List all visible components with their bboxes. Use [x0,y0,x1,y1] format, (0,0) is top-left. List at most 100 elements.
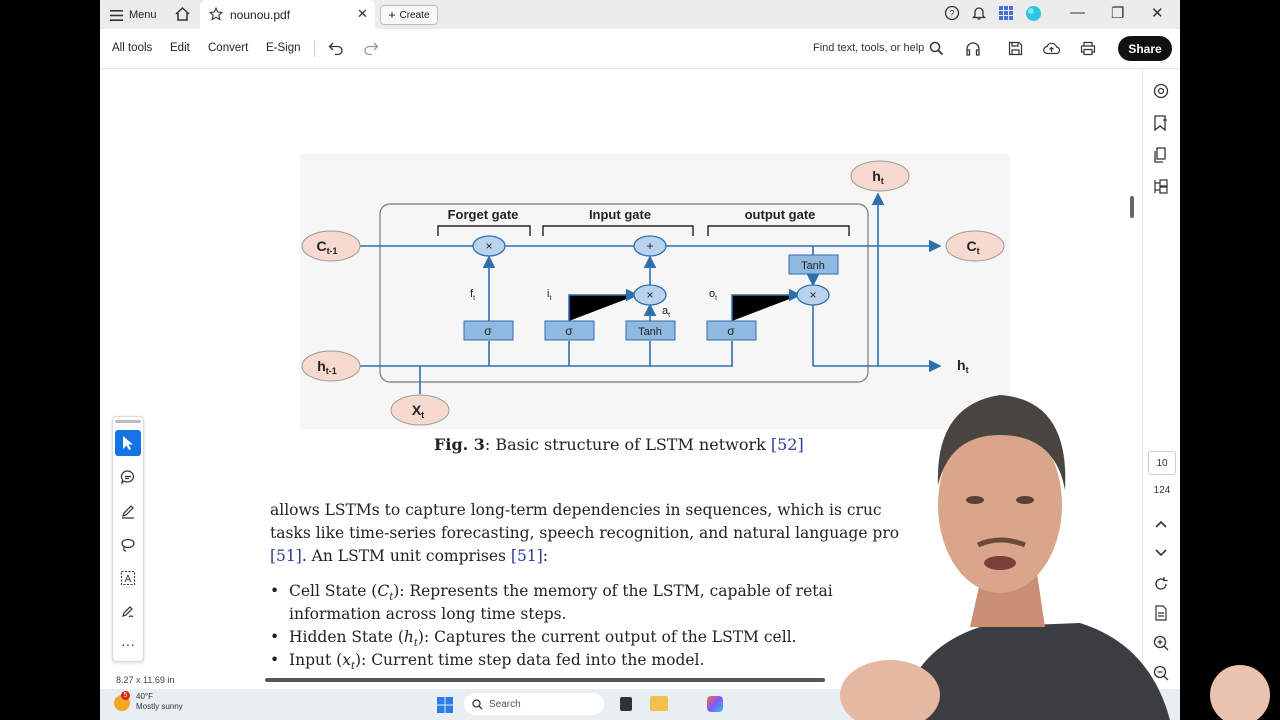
convert-button[interactable]: Convert [208,42,249,54]
citation-link[interactable]: [51] [510,547,543,565]
tab-close-icon[interactable]: ✕ [357,6,368,21]
comment-tool[interactable] [115,464,141,490]
edit-button[interactable]: Edit [170,42,190,54]
svg-text:×: × [646,288,653,302]
presenter-shirt [900,623,1170,720]
text-tool[interactable]: A [115,565,141,591]
pen-icon [122,505,134,519]
star-icon[interactable] [209,7,223,21]
select-tool[interactable] [115,430,141,456]
create-label: Create [399,9,430,21]
tab-document[interactable]: nounou.pdf ✕ [200,0,375,29]
read-aloud-icon[interactable] [965,41,981,56]
cell-box [379,203,869,383]
share-button[interactable]: Share [1118,36,1172,61]
svg-text:σ: σ [565,324,573,338]
page-up-icon[interactable] [1152,517,1170,531]
sign-tool[interactable] [115,599,141,625]
copilot-app-icon[interactable] [707,696,723,712]
ai-chat-icon[interactable] [1152,82,1170,100]
search-icon[interactable] [929,41,944,56]
comment-icon [120,470,134,485]
page-number-input[interactable]: 10 [1148,451,1176,475]
more-tools-icon[interactable]: ··· [121,636,135,652]
citation-link[interactable]: [52] [770,435,804,454]
signature-pen-icon [122,606,134,618]
redo-icon[interactable] [363,41,379,55]
presenter-hand [1210,665,1270,720]
taskbar-search[interactable]: Search [464,693,604,715]
bullet-dot: • [270,628,280,646]
close-window-icon[interactable]: ✕ [1151,5,1164,22]
svg-text:ht: ht [872,168,884,186]
vertical-scrollbar-thumb[interactable] [1130,196,1134,218]
drag-handle[interactable] [115,420,141,423]
output-multiply-op: × [796,284,830,306]
print-icon[interactable] [1080,41,1096,56]
highlight-tool[interactable] [115,498,141,524]
bookmark-icon[interactable] [1152,114,1170,132]
quick-tools-panel: A ··· [112,416,144,662]
document-icon[interactable] [1152,604,1170,622]
hamburger-icon [110,9,123,21]
h-out-label: ht [957,357,969,375]
ai-assistant-icon[interactable] [1025,5,1042,22]
list-item: •Hidden State (ht): Captures the current… [270,628,797,650]
output-gate-label: output gate [745,207,816,222]
zoom-in-icon[interactable] [1152,634,1170,652]
bullet-dot: • [270,582,280,600]
task-view-icon[interactable] [620,697,632,711]
paragraph-line: tasks like time-series forecasting, spee… [270,524,900,542]
cloud-upload-icon[interactable] [1043,41,1060,56]
forget-bracket [437,225,531,236]
find-tools-hint[interactable]: Find text, tools, or help [813,42,925,54]
input-add-op: + [633,235,667,257]
notification-badge: 5 [121,691,130,700]
input-gate-label: Input gate [589,207,651,222]
svg-text:σ: σ [727,324,735,338]
file-explorer-icon[interactable] [650,696,668,711]
home-button[interactable] [174,6,191,27]
citation-link[interactable]: [51] [270,547,302,565]
zoom-out-icon[interactable] [1152,664,1170,682]
draw-tool[interactable] [115,532,141,558]
svg-text:×: × [485,239,492,253]
windows-start-icon[interactable] [437,697,453,713]
figure-number: Fig. 3 [434,435,485,454]
restore-icon[interactable]: ❐ [1111,5,1125,22]
main-toolbar: All tools Edit Convert E-Sign Find text,… [100,29,1180,69]
output-bracket [707,225,850,236]
create-button[interactable]: + Create [380,5,438,25]
presenter-hair [937,395,1066,490]
all-tools-button[interactable]: All tools [112,42,153,54]
organize-icon[interactable] [1152,178,1170,196]
page-down-icon[interactable] [1152,545,1170,559]
minimize-icon[interactable]: — [1070,4,1085,21]
caption-text: : Basic structure of LSTM network [484,435,771,454]
weather-widget[interactable]: 40°F Mostly sunny [136,692,183,712]
horizontal-scrollbar-thumb[interactable] [265,678,825,682]
svg-text:×: × [809,288,816,302]
save-icon[interactable] [1008,41,1023,56]
bullet-dot: • [270,651,280,669]
menu-button[interactable]: Menu [110,6,157,24]
undo-icon[interactable] [328,41,344,55]
taskbar-search-placeholder: Search [489,698,521,710]
rotate-icon[interactable] [1152,575,1170,593]
input-multiply-op: × [633,284,667,306]
pages-icon[interactable] [1152,146,1170,164]
weather-temp: 40°F [136,692,153,701]
o-label: ot [709,288,717,302]
esign-button[interactable]: E-Sign [266,42,301,54]
apps-grid-icon[interactable] [998,5,1014,21]
i-label: it [547,288,551,302]
help-icon[interactable]: ? [944,5,960,21]
paragraph-line: allows LSTMs to capture long-term depend… [270,501,882,519]
a-label: at [662,305,670,319]
svg-text:Xt: Xt [412,402,424,420]
h-prev-node: ht-1 [301,350,361,382]
document-viewport[interactable]: Forget gate Input gate output gate [100,69,1142,676]
bell-icon[interactable] [971,5,987,21]
input-tanh-box: Tanh [625,320,676,341]
search-icon [472,698,483,709]
